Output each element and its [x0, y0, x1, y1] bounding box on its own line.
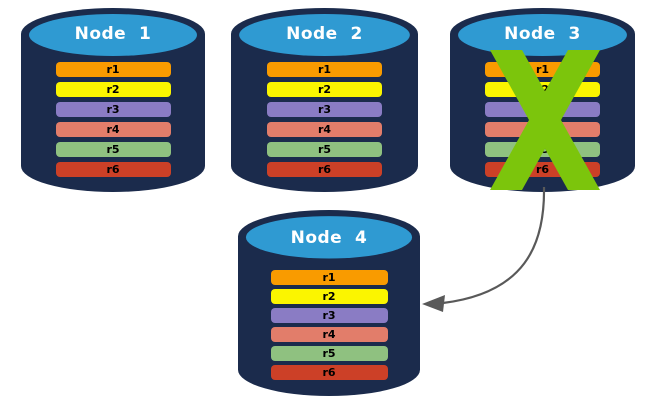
node-2-replica-list: r1 r2 r3 r4 r5 r6	[231, 62, 418, 177]
replica-row-r2: r2	[270, 289, 388, 304]
replica-row-r5: r5	[270, 346, 388, 361]
node-3-replica-list: r1 r2 r3 r4 r5 r6	[450, 62, 635, 177]
replica-row-r5: r5	[55, 142, 171, 157]
replica-row-r3: r3	[267, 102, 382, 117]
replica-row-r5: r5	[267, 142, 382, 157]
node-4: Node 4 r1 r2 r3 r4 r5 r6	[238, 210, 420, 396]
replica-row-r2: r2	[267, 82, 382, 97]
replica-row-r4: r4	[55, 122, 171, 137]
replica-row-r4: r4	[267, 122, 382, 137]
replica-row-r6: r6	[55, 162, 171, 177]
replica-row-r5: r5	[485, 142, 600, 157]
node-4-replica-list: r1 r2 r3 r4 r5 r6	[238, 270, 420, 380]
replica-row-r3: r3	[270, 308, 388, 323]
replica-row-r1: r1	[270, 270, 388, 285]
arrowhead-icon	[422, 295, 445, 312]
replica-row-r1: r1	[485, 62, 600, 77]
node-2: Node 2 r1 r2 r3 r4 r5 r6	[231, 8, 418, 192]
node-3: Node 3 r1 r2 r3 r4 r5 r6	[450, 8, 635, 192]
node-1-title: Node 1	[74, 24, 152, 44]
replica-row-r6: r6	[485, 162, 600, 177]
replica-row-r3: r3	[485, 102, 600, 117]
node-2-title: Node 2	[286, 24, 363, 44]
replica-row-r1: r1	[267, 62, 382, 77]
replica-row-r6: r6	[270, 365, 388, 380]
node-1: Node 1 r1 r2 r3 r4 r5 r6	[21, 8, 205, 192]
replica-row-r3: r3	[55, 102, 171, 117]
replica-row-r2: r2	[485, 82, 600, 97]
node-4-title: Node 4	[290, 228, 368, 248]
replica-row-r4: r4	[270, 327, 388, 342]
replica-row-r4: r4	[485, 122, 600, 137]
replica-row-r1: r1	[55, 62, 171, 77]
node-1-replica-list: r1 r2 r3 r4 r5 r6	[21, 62, 205, 177]
node-3-title: Node 3	[504, 24, 581, 44]
replica-row-r6: r6	[267, 162, 382, 177]
replica-row-r2: r2	[55, 82, 171, 97]
